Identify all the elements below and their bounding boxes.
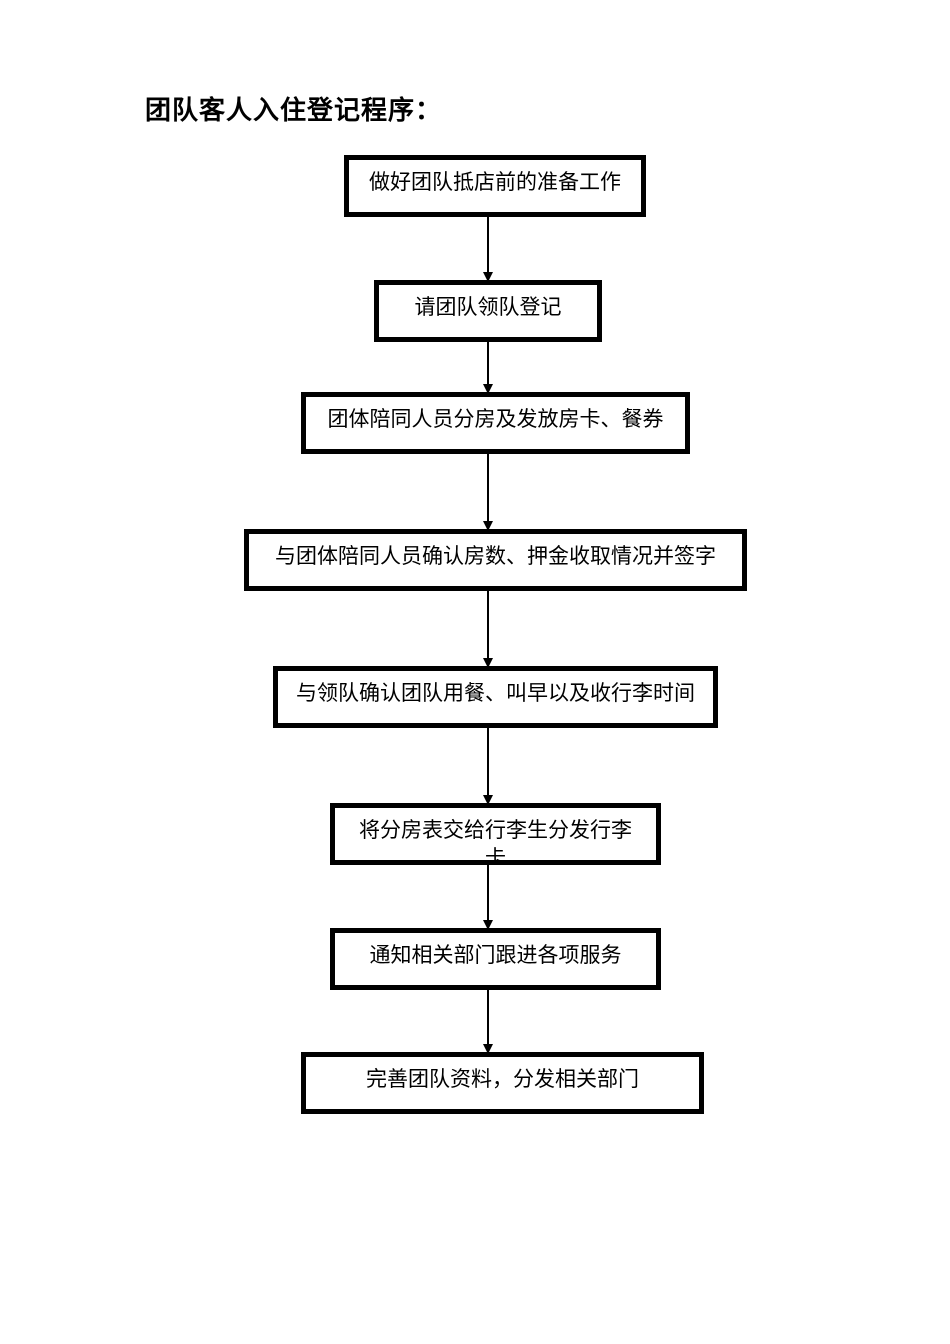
step-label-3: 团体陪同人员分房及发放房卡、餐券 xyxy=(327,407,664,431)
step-label-5: 与领队确认团队用餐、叫早以及收行李时间 xyxy=(296,681,695,705)
step-box-3: 团体陪同人员分房及发放房卡、餐券 xyxy=(301,392,690,454)
page-title: 团队客人入住登记程序： xyxy=(145,96,443,126)
step-box-2: 请团队领队登记 xyxy=(374,280,602,342)
step-box-6: 将分房表交给行李生分发行李卡 xyxy=(330,803,661,865)
step-label-8: 完善团队资料，分发相关部门 xyxy=(366,1067,639,1091)
step-box-5: 与领队确认团队用餐、叫早以及收行李时间 xyxy=(273,666,718,728)
step-label-1: 做好团队抵店前的准备工作 xyxy=(369,170,621,194)
step-box-8: 完善团队资料，分发相关部门 xyxy=(301,1052,704,1114)
step-box-4: 与团体陪同人员确认房数、押金收取情况并签字 xyxy=(244,529,747,591)
step-label-7: 通知相关部门跟进各项服务 xyxy=(369,943,622,967)
step-label-2: 请团队领队登记 xyxy=(414,295,562,319)
step-label-6: 将分房表交给行李生分发行李卡 xyxy=(359,818,632,865)
step-box-1: 做好团队抵店前的准备工作 xyxy=(344,155,646,217)
step-box-7: 通知相关部门跟进各项服务 xyxy=(330,928,661,990)
step-label-4: 与团体陪同人员确认房数、押金收取情况并签字 xyxy=(275,544,716,568)
